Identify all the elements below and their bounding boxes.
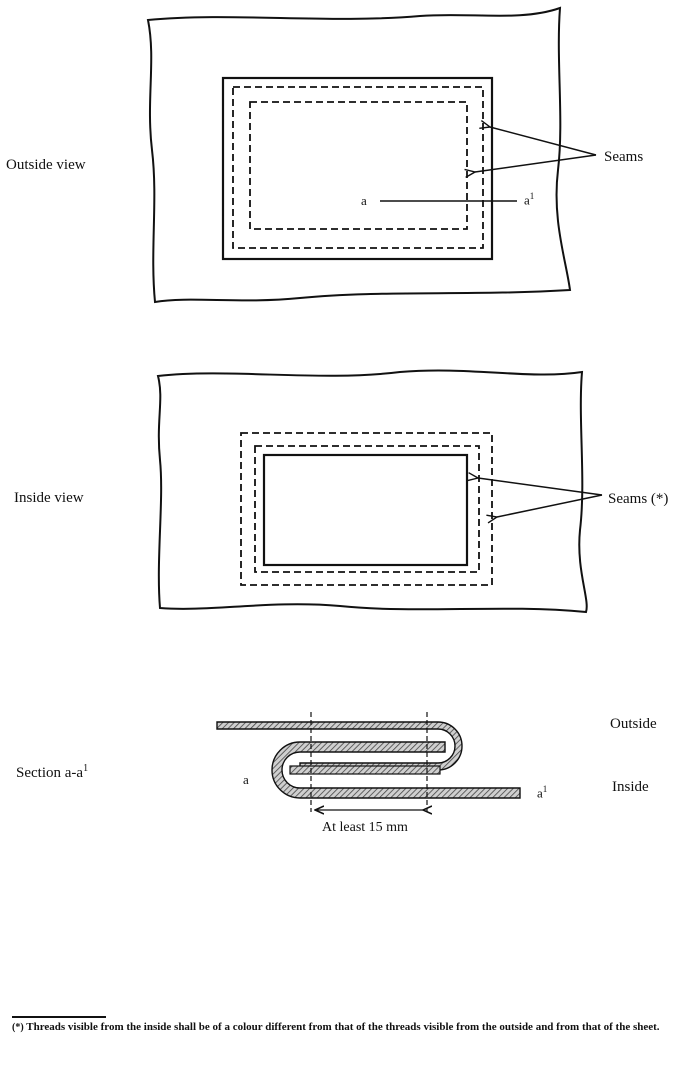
dimension-label: At least 15 mm — [322, 820, 408, 835]
outside-point-a1-label: a1 — [524, 191, 535, 208]
outside-seams-label: Seams — [604, 149, 644, 165]
inside-seam-arrow-1 — [478, 478, 603, 496]
footnote-text: Threads visible from the inside shall be… — [26, 1021, 660, 1033]
inside-view-figure — [156, 369, 603, 614]
outside-view-label: Outside view — [6, 157, 86, 173]
section-point-a1-label: a1 — [537, 784, 548, 801]
footnote-marker: (*) — [12, 1022, 24, 1033]
outside-sheet-outline — [146, 6, 572, 304]
section-outside-label: Outside — [610, 716, 657, 732]
inside-seam-outer — [240, 432, 493, 586]
section-inside-label: Inside — [612, 779, 649, 795]
inside-sheet-outline — [156, 369, 588, 614]
footnote-rule — [12, 1016, 106, 1018]
outside-seam-outer — [232, 86, 484, 249]
section-layer-middle — [271, 741, 521, 799]
outside-point-a-label: a — [361, 193, 367, 208]
outside-seam-arrow-1 — [490, 127, 597, 156]
outside-seam-arrow-2 — [475, 154, 597, 172]
footnote: (*) Threads visible from the inside shal… — [12, 1021, 680, 1034]
outside-seam-inner — [249, 101, 468, 230]
section-figure — [216, 712, 521, 812]
inside-seams-label: Seams (*) — [608, 491, 669, 507]
inside-seam-inner — [254, 445, 480, 573]
inside-frame-solid — [262, 453, 469, 567]
inside-view-label: Inside view — [14, 490, 84, 506]
outside-view-figure — [146, 6, 597, 304]
section-layer-inner — [289, 765, 441, 775]
section-label: Section a-a1 — [16, 763, 89, 781]
outside-frame-solid — [221, 76, 494, 261]
section-point-a-label: a — [243, 772, 249, 787]
inside-seam-arrow-2 — [497, 494, 603, 517]
